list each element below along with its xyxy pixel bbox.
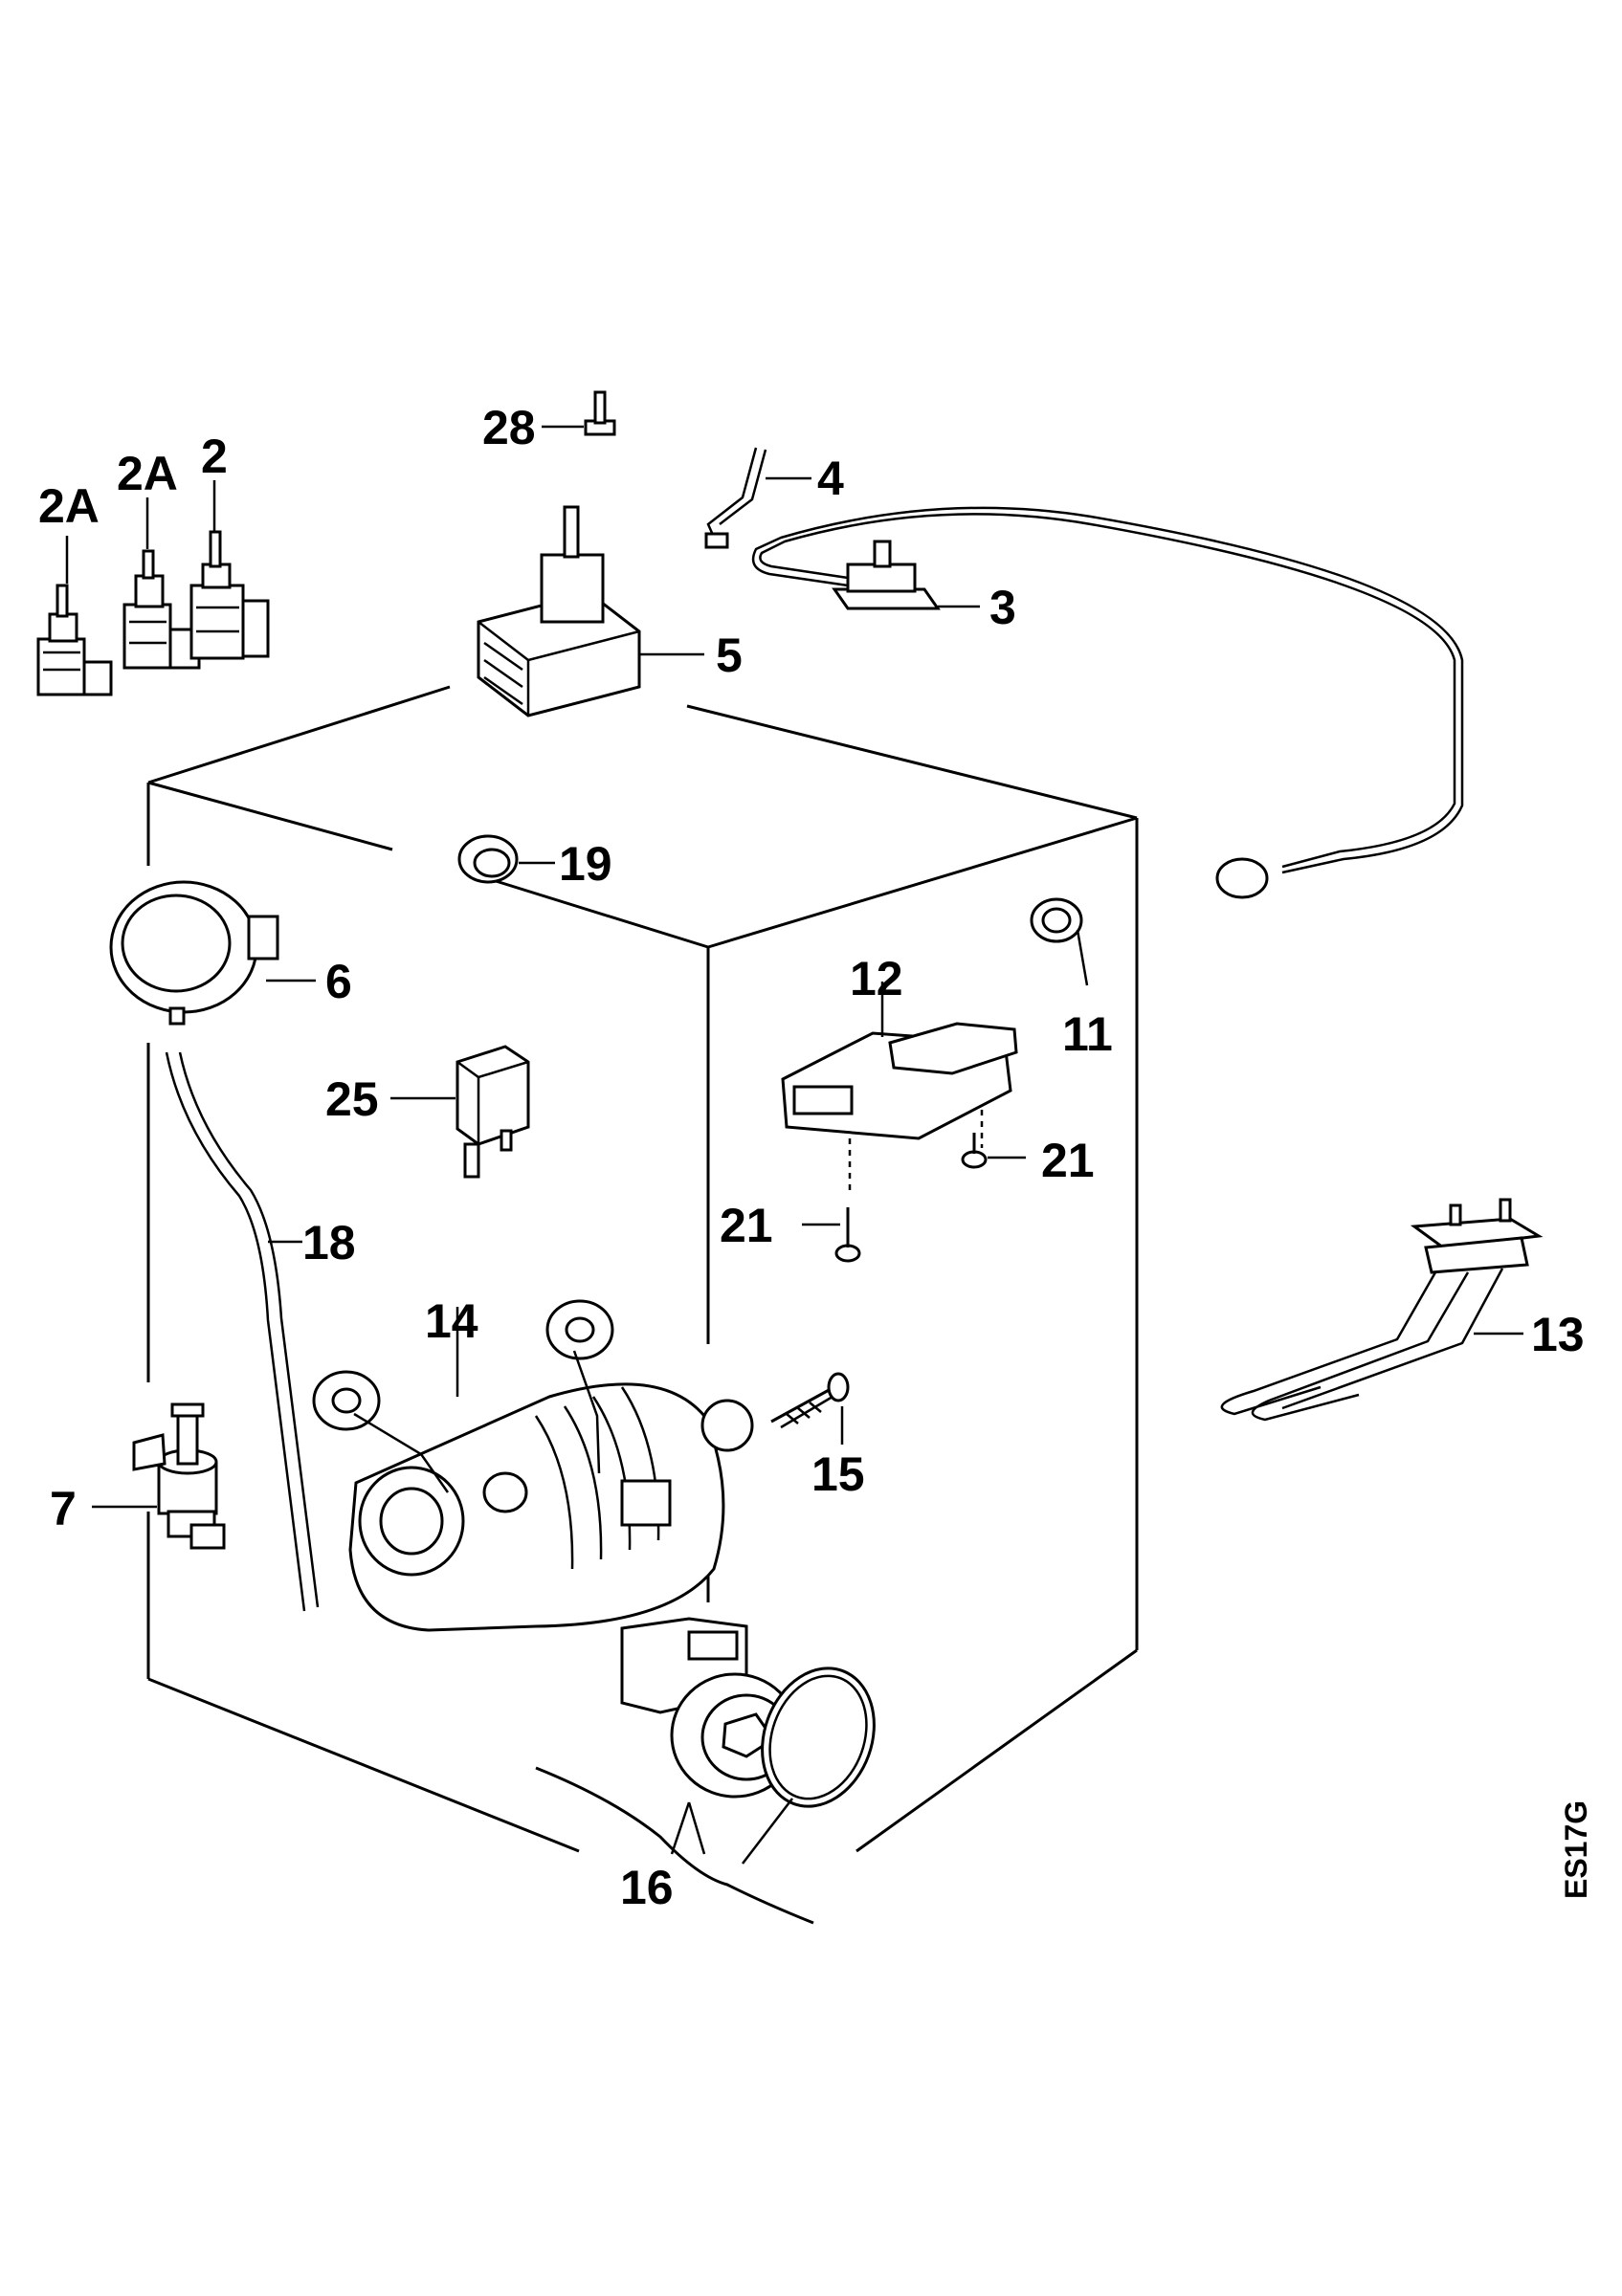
label-part-28: 28	[482, 401, 536, 454]
label-part-2a-mid: 2A	[117, 447, 178, 500]
label-part-13: 13	[1531, 1308, 1585, 1361]
label-part-4: 4	[817, 452, 844, 505]
part-6-pressure-switch	[109, 880, 316, 1026]
part-28-sensor	[542, 390, 616, 436]
label-part-18: 18	[302, 1216, 356, 1269]
part-12-door-lock	[781, 982, 1018, 1196]
part-25-relay	[390, 1045, 530, 1179]
label-part-21-right: 21	[1041, 1134, 1095, 1187]
switch-part-2a-left	[36, 584, 113, 696]
label-part-14: 14	[425, 1294, 478, 1348]
label-part-2: 2	[201, 430, 228, 483]
part-11-bushing	[1030, 897, 1089, 986]
part-16-pump	[535, 1617, 876, 1925]
part-3-thermostat	[751, 506, 1464, 899]
label-part-16: 16	[620, 1861, 674, 1914]
part-15-screw	[770, 1372, 850, 1445]
part-21-screw-right	[961, 1133, 1026, 1169]
label-part-19: 19	[559, 837, 612, 891]
switch-part-2a-mid	[122, 549, 201, 670]
label-part-11: 11	[1062, 1007, 1113, 1061]
label-part-2a-left: 2A	[38, 479, 100, 533]
label-part-3: 3	[989, 581, 1016, 634]
cabinet-outline	[146, 685, 1139, 1853]
label-part-12: 12	[850, 952, 903, 1005]
part-21-screw-left	[802, 1207, 861, 1263]
part-18-hose	[165, 1051, 320, 1612]
part-4-wire	[704, 447, 811, 549]
label-part-25: 25	[325, 1072, 379, 1126]
label-part-5: 5	[716, 629, 743, 682]
label-part-21-left: 21	[720, 1199, 773, 1252]
label-part-15: 15	[811, 1447, 865, 1501]
part-14-motor	[312, 1299, 754, 1632]
label-part-6: 6	[325, 955, 352, 1008]
part-13-heater	[1220, 1198, 1544, 1422]
part-5-timer	[477, 505, 704, 718]
part-labels: 2A 2A 2 28 4 3 5 19 6 12 11 25 21 21 18 …	[38, 401, 1593, 1914]
switch-part-2	[189, 530, 270, 660]
part-19-grommet	[457, 834, 555, 884]
part-7-valve	[92, 1402, 226, 1550]
drawing-code: ES17G	[1559, 1800, 1593, 1899]
label-part-7: 7	[50, 1482, 77, 1535]
